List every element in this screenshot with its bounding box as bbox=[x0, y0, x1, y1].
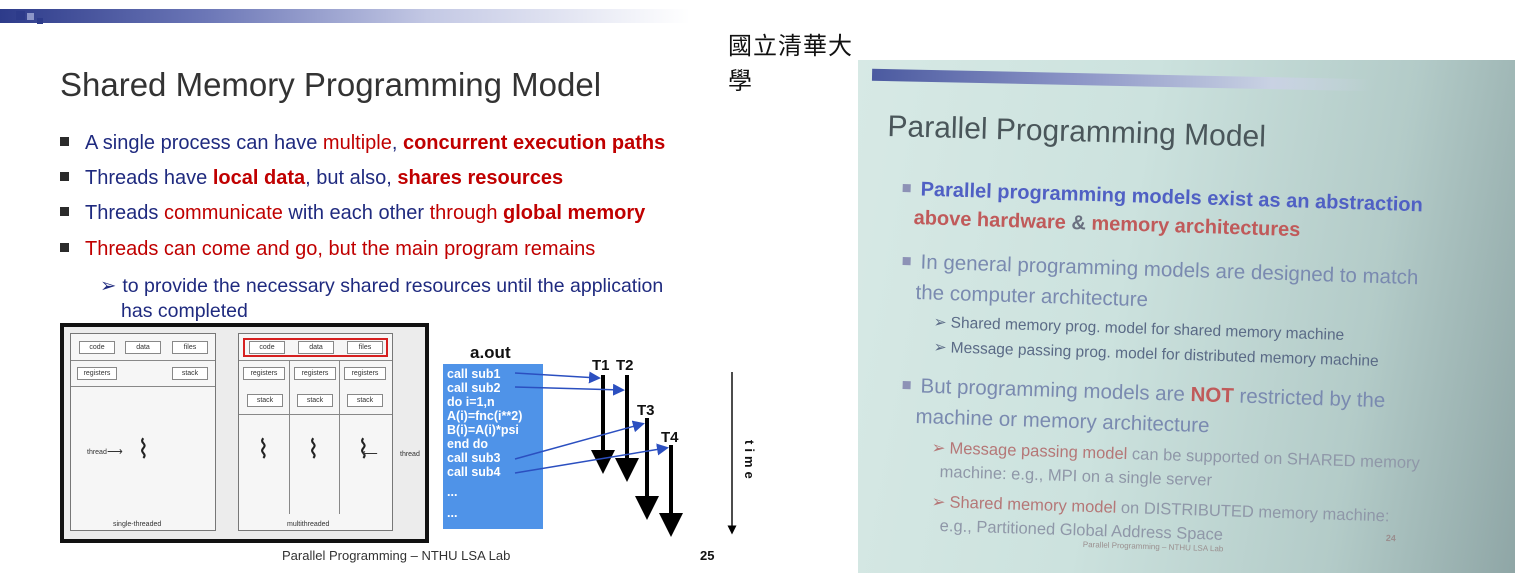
time-label: time bbox=[742, 440, 757, 483]
sub-bullet-line2: has completed bbox=[121, 300, 248, 322]
thread-timeline-arrows bbox=[591, 375, 683, 537]
thread-squiggle-icon: ⌇ bbox=[357, 435, 370, 465]
slide-footer: Parallel Programming – NTHU LSA Lab bbox=[282, 548, 511, 563]
bullet-1-line2: above hardware & memory architectures bbox=[913, 207, 1301, 242]
sub-bullet: ➢to provide the necessary shared resourc… bbox=[100, 275, 664, 297]
header-square bbox=[37, 18, 43, 24]
code-line: call sub1 bbox=[447, 367, 501, 381]
sub-bullet-3-line2: machine: e.g., MPI on a single server bbox=[939, 463, 1213, 490]
arrow-bullet-icon: ➢ bbox=[933, 313, 947, 332]
arrow-left-icon: ⟵ bbox=[362, 448, 378, 460]
bullet-square-icon bbox=[902, 256, 911, 266]
thread-diagram: code data files registers stack thread ⟶… bbox=[60, 323, 429, 543]
university-logo-text: 國立清華大學 bbox=[728, 32, 853, 95]
slide-title: Shared Memory Programming Model bbox=[60, 66, 602, 103]
bullet-4: Threads can come and go, but the main pr… bbox=[60, 238, 595, 261]
bullet-2-line2: the computer architecture bbox=[915, 281, 1149, 312]
code-line: ... bbox=[447, 485, 458, 499]
code-line: do i=1,n bbox=[447, 395, 495, 409]
slide-title: Parallel Programming Model bbox=[887, 110, 1267, 154]
bullet-square-icon bbox=[60, 137, 69, 146]
bullet-2: Threads have local data, but also, share… bbox=[60, 167, 563, 190]
page-number: 25 bbox=[700, 548, 715, 563]
arrow-bullet-icon: ➢ bbox=[100, 275, 117, 297]
thread-arrows bbox=[514, 371, 737, 537]
bullet-square-icon bbox=[902, 380, 911, 390]
thread-squiggle-icon: ⌇ bbox=[307, 435, 320, 465]
thread-squiggle-icon: ⌇ bbox=[137, 435, 150, 465]
spawn-arrows bbox=[514, 371, 669, 474]
thread-label-t1: T1 bbox=[592, 357, 610, 374]
code-line: end do bbox=[447, 437, 488, 451]
sub-bullet-4-line2: e.g., Partitioned Global Address Space bbox=[939, 517, 1224, 544]
bullet-3-line2: machine or memory architecture bbox=[915, 405, 1210, 438]
slide-header-bar bbox=[0, 9, 690, 23]
thread-label-t3: T3 bbox=[637, 402, 655, 419]
code-line: call sub3 bbox=[447, 451, 501, 465]
aout-title: a.out bbox=[470, 343, 511, 362]
thread-label-t2: T2 bbox=[616, 357, 634, 374]
code-line: A(i)=fnc(i**2) bbox=[447, 409, 523, 423]
arrow-bullet-icon: ➢ bbox=[933, 338, 947, 357]
bullet-square-icon bbox=[60, 207, 69, 216]
left-slide: 國立清華大學 Shared Memory Programming Model A… bbox=[0, 9, 853, 563]
thread-squiggle-icon: ⌇ bbox=[257, 435, 270, 465]
slide-header-bar bbox=[871, 68, 1373, 92]
header-square bbox=[16, 11, 25, 20]
code-line: B(i)=A(i)*psi bbox=[447, 423, 519, 437]
code-line: call sub4 bbox=[447, 465, 501, 479]
single-threaded-panel: code data files registers stack thread ⟶… bbox=[70, 333, 216, 531]
bullet-1: A single process can have multiple, conc… bbox=[60, 132, 665, 155]
arrow-bullet-icon: ➢ bbox=[931, 438, 946, 458]
code-line: ... bbox=[447, 506, 458, 520]
shared-resources-highlight bbox=[243, 338, 388, 357]
header-square bbox=[27, 13, 34, 20]
arrow-right-icon: ⟶ bbox=[107, 446, 123, 458]
thread-label-t4: T4 bbox=[661, 429, 679, 446]
multithreaded-panel: code data files registers registers regi… bbox=[238, 333, 393, 531]
bullet-square-icon bbox=[902, 183, 911, 193]
page-number: 24 bbox=[1385, 533, 1397, 544]
aout-code-box bbox=[443, 364, 543, 529]
bullet-square-icon bbox=[60, 243, 69, 252]
code-line: call sub2 bbox=[447, 381, 501, 395]
right-slide-photo: Parallel Programming Model Parallel prog… bbox=[858, 60, 1515, 573]
arrow-bullet-icon: ➢ bbox=[931, 492, 946, 512]
bullet-3: Threads communicate with each other thro… bbox=[60, 202, 645, 225]
bullet-square-icon bbox=[60, 172, 69, 181]
